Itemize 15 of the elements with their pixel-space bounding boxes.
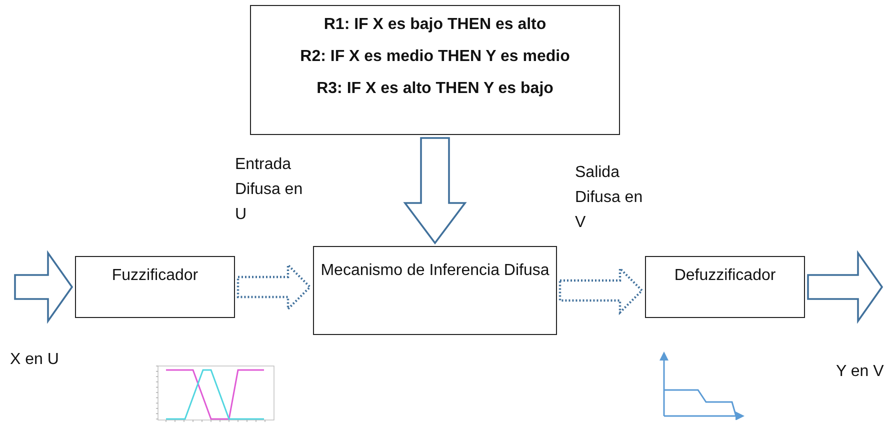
block-arrow bbox=[236, 262, 312, 312]
rules-box bbox=[250, 5, 620, 135]
block-arrow bbox=[558, 266, 644, 316]
block-arrow bbox=[403, 137, 467, 244]
node-label: Fuzzificador bbox=[112, 267, 198, 285]
node-label: Mecanismo de Inferencia Difusa bbox=[320, 261, 550, 281]
process-box bbox=[645, 256, 805, 318]
rule-text: R2: IF X es medio THEN Y es medio bbox=[300, 48, 570, 66]
process-box bbox=[75, 256, 235, 318]
rule-text: R3: IF X es alto THEN Y es bajo bbox=[316, 80, 554, 98]
node-label: Defuzzificador bbox=[674, 267, 776, 285]
process-box bbox=[313, 246, 557, 335]
rule-text: R1: IF X es bajo THEN es alto bbox=[324, 16, 546, 34]
block-arrow bbox=[14, 250, 74, 324]
block-arrow bbox=[807, 250, 884, 324]
